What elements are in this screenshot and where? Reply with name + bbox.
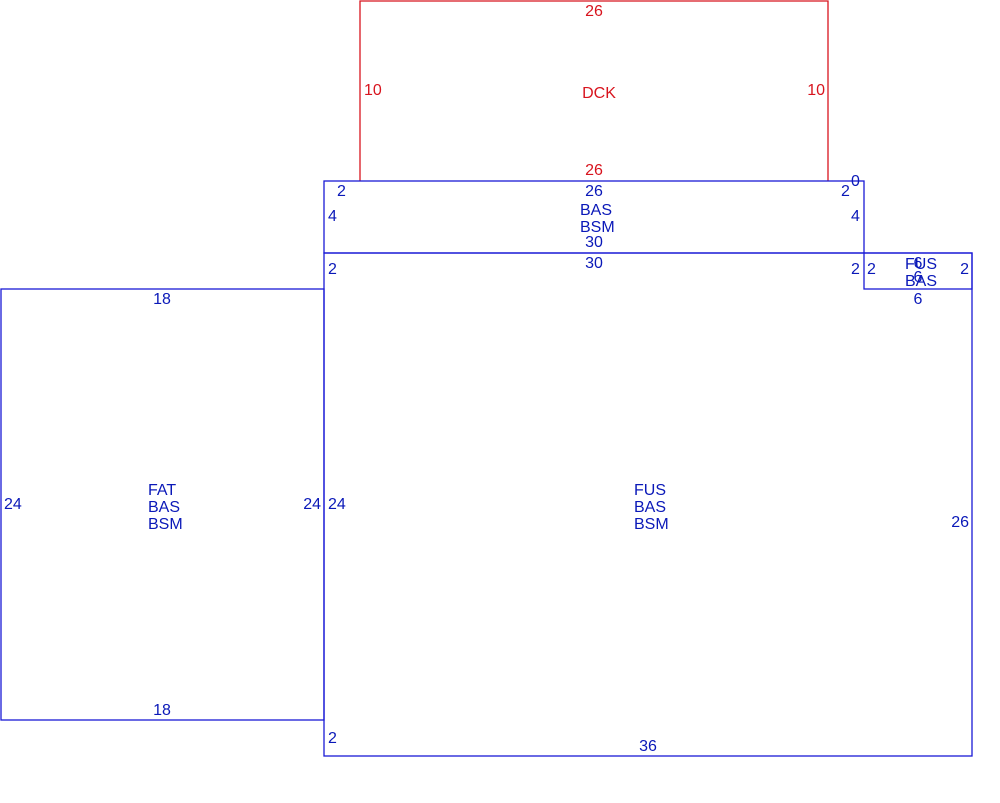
fus-main-outline [323,252,973,757]
fat-dim-bottom: 18 [153,702,171,719]
fus-main-dim-right: 26 [951,514,969,531]
deck-dim-top: 26 [585,3,603,20]
fus-main-area: 30 2 2 24 26 FUS BAS BSM 2 36 [323,252,973,757]
fat-area: 18 24 24 FAT BAS BSM 18 [0,288,325,721]
fus-main-dim-bottom: 36 [639,738,657,755]
fus-small-dim-left: 2 [867,261,876,278]
bas-top-corner-tr2: 0 [851,173,860,190]
fat-label-1: FAT [148,482,176,499]
deck-dim-left: 10 [364,82,382,99]
bas-top-dim-left: 4 [328,208,337,225]
bas-top-label-2: BSM [580,219,615,236]
bas-top-label-1: BAS [580,202,612,219]
fus-small-dim-mid: 6 [914,269,923,286]
fus-main-dim-left: 24 [328,496,346,513]
fus-small-outline [863,252,973,290]
fus-main-corner-bl: 2 [328,730,337,747]
fus-main-corner-tr: 2 [851,261,860,278]
deck-area: 26 10 DCK 10 26 [359,0,829,181]
fus-main-dim-top: 30 [585,255,603,272]
fus-main-label-3: BSM [634,516,669,533]
fus-main-label-2: BAS [634,499,666,516]
fat-label-3: BSM [148,516,183,533]
fat-dim-top: 18 [153,291,171,308]
fat-dim-left: 24 [4,496,22,513]
deck-dim-bottom: 26 [585,162,603,179]
deck-outline [359,0,829,181]
fus-small-label-1: FUS [905,256,937,273]
deck-dim-right: 10 [807,82,825,99]
fus-small-dim-right: 2 [960,261,969,278]
fus-small-dim-top: 6 [914,255,923,272]
fus-small-area: 6 2 2 FUS 6 BAS 6 [863,252,973,308]
deck-label: DCK [582,85,616,102]
bas-top-corner-tl: 2 [337,183,346,200]
fus-main-corner-tl: 2 [328,261,337,278]
fus-small-dim-bottom: 6 [914,291,923,308]
fat-label-2: BAS [148,499,180,516]
bas-top-corner-tr: 2 [841,183,850,200]
bas-top-area: 26 2 2 0 4 4 BAS BSM 30 [323,173,865,254]
fus-small-label-2: BAS [905,273,937,290]
fat-dim-right: 24 [303,496,321,513]
fus-main-label-1: FUS [634,482,666,499]
bas-top-dim-bottom: 30 [585,234,603,251]
bas-top-dim-top: 26 [585,183,603,200]
bas-top-dim-right: 4 [851,208,860,225]
